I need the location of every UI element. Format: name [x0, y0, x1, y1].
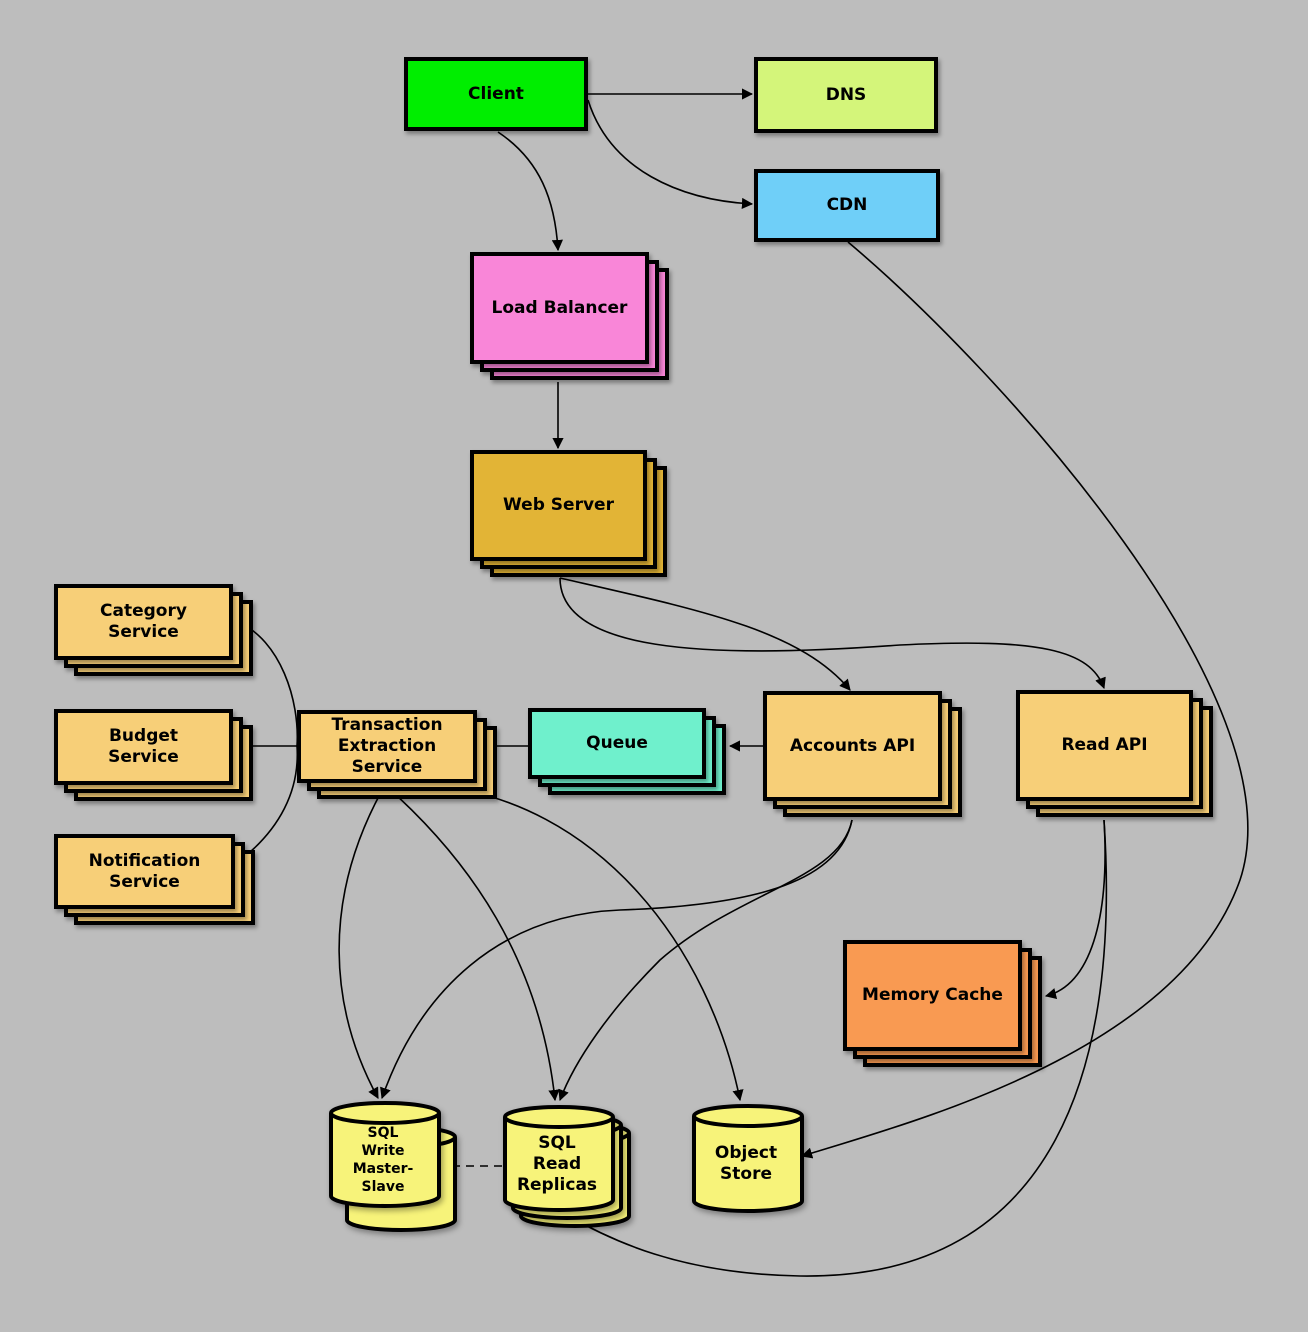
- node-front-layer: Notification Service: [54, 834, 235, 909]
- dns-node[interactable]: DNS: [754, 57, 968, 163]
- node-label: Load Balancer: [491, 297, 628, 318]
- node-label: Transaction Extraction Service: [331, 715, 443, 777]
- node-front-layer: Memory Cache: [843, 940, 1022, 1051]
- node-front-layer: CDN: [754, 169, 940, 242]
- node-front-layer: Queue: [528, 708, 706, 779]
- edge-accounts-sqlwrite: [380, 819, 853, 1100]
- budget-service-node[interactable]: Budget Service: [54, 709, 263, 815]
- edge-web-read: [559, 577, 1106, 690]
- database-label: SQL Read Replicas: [516, 1132, 598, 1195]
- memory-cache-node[interactable]: Memory Cache: [843, 940, 1052, 1081]
- edge-transaction-sqlwrite: [338, 784, 386, 1099]
- node-label: Accounts API: [789, 735, 916, 756]
- node-front-layer: Budget Service: [54, 709, 233, 785]
- sql-write-database[interactable]: SQL Write Master- Slave: [328, 1100, 468, 1236]
- node-label: Budget Service: [108, 726, 179, 767]
- notification-service-node[interactable]: Notification Service: [54, 834, 265, 939]
- node-label: Notification Service: [88, 850, 201, 892]
- cylinder-front: [503, 1105, 615, 1212]
- cylinder-front: [329, 1101, 441, 1208]
- database-label: Object Store: [714, 1143, 778, 1184]
- node-label: Queue: [586, 733, 648, 753]
- load-balancer-node[interactable]: Load Balancer: [470, 252, 679, 394]
- read-api-node[interactable]: Read API: [1016, 690, 1223, 831]
- client-node[interactable]: Client: [404, 57, 618, 161]
- sql-read-database[interactable]: SQL Read Replicas: [502, 1104, 642, 1240]
- node-label: DNS: [825, 84, 867, 105]
- queue-node[interactable]: Queue: [528, 708, 736, 809]
- node-label: Memory Cache: [862, 985, 1003, 1005]
- node-front-layer: Read API: [1016, 690, 1193, 801]
- node-front-layer: Transaction Extraction Service: [297, 710, 477, 783]
- edge-transaction-sqlread: [384, 784, 560, 1102]
- node-label: Web Server: [503, 495, 614, 515]
- accounts-api-node[interactable]: Accounts API: [763, 691, 972, 831]
- edge-cdn-objectstore: [800, 241, 1249, 1159]
- node-front-layer: Web Server: [470, 450, 647, 561]
- cylinder-front: [692, 1104, 804, 1213]
- node-front-layer: DNS: [754, 57, 938, 133]
- edge-client-lb: [497, 131, 563, 252]
- web-server-node[interactable]: Web Server: [470, 450, 677, 591]
- database-label: SQL Write Master- Slave: [352, 1125, 414, 1195]
- node-label: CDN: [826, 195, 868, 215]
- node-label: Read API: [1061, 735, 1148, 755]
- edge-readapi-sqlread: [564, 819, 1108, 1277]
- edge-readapi-cache: [1044, 819, 1106, 999]
- cdn-node[interactable]: CDN: [754, 169, 970, 272]
- node-front-layer: Client: [404, 57, 588, 131]
- node-label: Category Service: [100, 601, 187, 642]
- category-service-node[interactable]: Category Service: [54, 584, 263, 690]
- transaction-extraction-service-node[interactable]: Transaction Extraction Service: [297, 710, 507, 813]
- node-label: Client: [468, 83, 524, 104]
- edge-accounts-sqlread: [558, 819, 853, 1102]
- edge-web-accounts: [559, 577, 851, 691]
- node-front-layer: Category Service: [54, 584, 233, 660]
- object-store-database[interactable]: Object Store: [691, 1103, 831, 1241]
- node-front-layer: Load Balancer: [470, 252, 649, 364]
- edge-client-cdn: [587, 99, 754, 210]
- node-front-layer: Accounts API: [763, 691, 942, 801]
